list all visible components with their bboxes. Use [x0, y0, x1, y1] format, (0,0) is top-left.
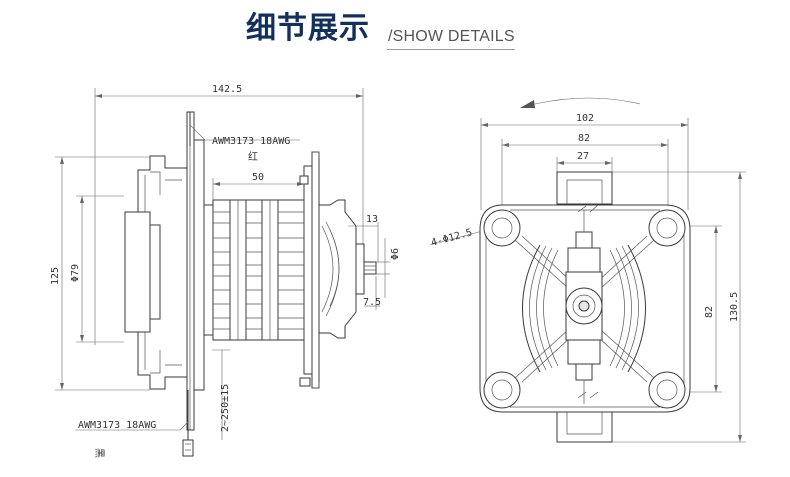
dim-height: 125	[50, 156, 150, 391]
rotation-arrow	[520, 97, 641, 108]
dim-body-dia: Φ79	[70, 195, 124, 343]
dim-lead-length: 2~250±15	[212, 349, 231, 440]
page-title: 细节展示	[246, 11, 370, 46]
stator-stack	[212, 199, 305, 341]
diagonal-brackets	[514, 235, 655, 383]
lead-wire-bottom: AWM3173 18AWG 黑	[75, 390, 194, 458]
dim-stator: 50	[212, 172, 305, 200]
front-view: 102 82 27 130.5	[429, 97, 746, 443]
dim-shaft-dia-label: Φ6	[390, 248, 401, 260]
dim-total-length-label: 142.5	[212, 84, 242, 95]
dim-width-slot: 27	[556, 151, 613, 175]
dim-width-inner-label: 82	[578, 133, 590, 144]
dim-width-outer-label: 102	[576, 113, 594, 124]
dim-lead-length-label: 2~250±15	[220, 384, 231, 432]
dim-width-slot-label: 27	[577, 151, 589, 162]
dim-shaft-dia: Φ6	[376, 238, 401, 298]
front-mount-plate	[299, 151, 320, 389]
central-hub	[565, 271, 603, 341]
lead-wire-top-color: 红	[248, 150, 258, 163]
page-header: 细节展示 /SHOW DETAILS	[0, 0, 790, 60]
dim-total-length: 142.5	[94, 84, 364, 345]
dim-shaft-length: 13	[348, 214, 379, 262]
lead-wire-bottom-color: 黑	[93, 448, 105, 458]
dim-height-inner-label: 82	[704, 306, 715, 318]
lead-wire-top: AWM3173 18AWG 红	[189, 112, 300, 163]
brush-arms	[567, 204, 601, 404]
lead-wire-top-label: AWM3173 18AWG	[212, 136, 290, 147]
dim-shaft-flat: 7.5	[363, 276, 381, 310]
dim-shaft-length-label: 13	[366, 214, 378, 225]
front-bearing-housing	[318, 199, 365, 339]
dim-stator-label: 50	[252, 172, 264, 183]
corner-bosses	[483, 209, 686, 409]
dim-height-outer: 130.5	[612, 171, 746, 443]
dim-body-dia-label: Φ79	[70, 264, 81, 282]
rear-end-cap	[124, 155, 189, 390]
dim-width-outer: 102	[480, 113, 689, 210]
subtitle-underline	[387, 49, 515, 50]
rear-mount-plate	[186, 111, 214, 431]
motor-shaft	[363, 261, 377, 275]
dim-shaft-flat-label: 7.5	[363, 297, 381, 308]
side-view: 142.5 125 Φ79	[50, 84, 401, 458]
field-coils	[522, 244, 646, 373]
lead-wire-bottom-label: AWM3173 18AWG	[78, 420, 156, 431]
page-subtitle: /SHOW DETAILS	[388, 28, 515, 45]
dim-holes-label: 4-Φ12.5	[430, 227, 474, 249]
dim-height-outer-label: 130.5	[729, 292, 740, 322]
dim-height-label: 125	[50, 267, 61, 285]
